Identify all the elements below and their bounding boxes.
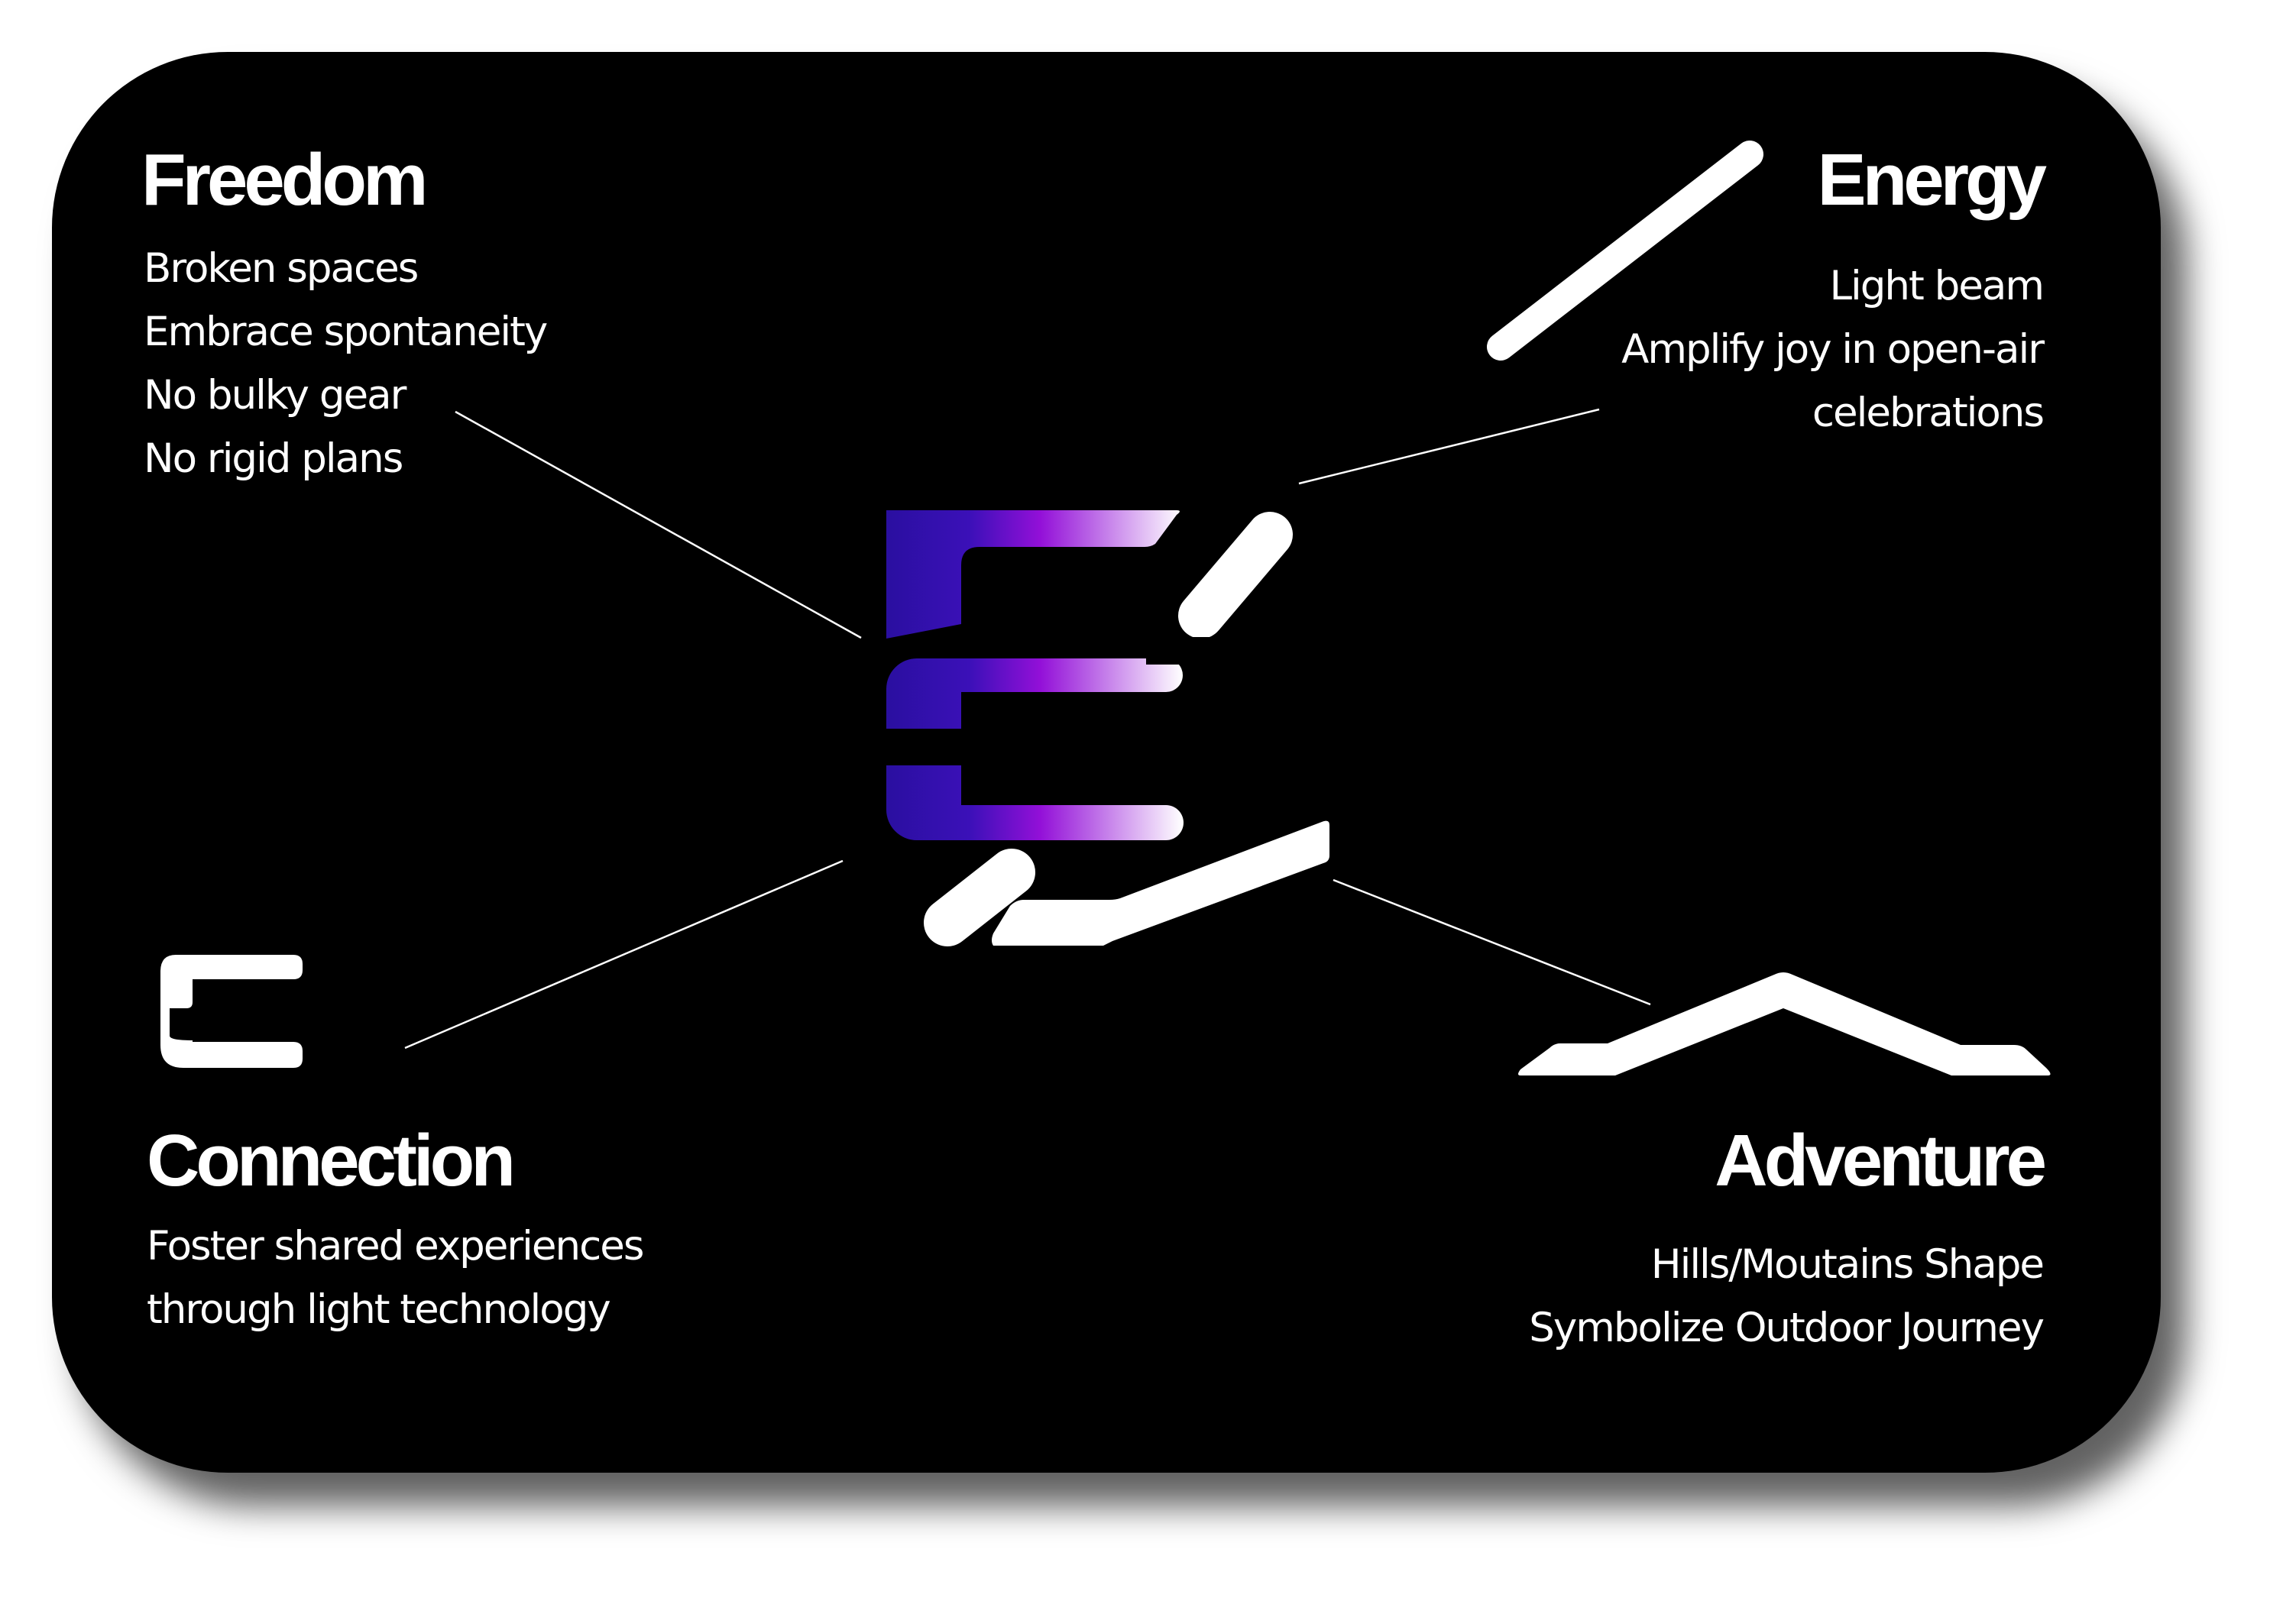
connection-description: Foster shared experiences through light … (147, 1215, 644, 1341)
logo-upper-slash (1178, 512, 1293, 639)
light-beam-icon (1487, 141, 1763, 361)
energy-title: Energy (1817, 139, 2047, 221)
concept-card (52, 52, 2161, 1473)
freedom-description: Broken spaces Embrace spontaneity No bul… (144, 237, 548, 490)
adventure-connector-line (1333, 878, 1651, 1006)
freedom-line: Embrace spontaneity (144, 309, 548, 355)
mountain-icon (1518, 972, 2051, 1075)
energy-line: celebrations (1812, 390, 2045, 436)
logo-lower-swoosh (992, 820, 1329, 946)
logo-lower-slash (924, 849, 1035, 946)
logo-bottom-bar (886, 765, 1184, 840)
energy-line: Amplify joy in open-air (1621, 326, 2045, 373)
freedom-line: No rigid plans (144, 435, 403, 482)
logo-upper-slash-cut (1146, 637, 1268, 665)
adventure-description: Hills/Moutains Shape Symbolize Outdoor J… (1529, 1233, 2045, 1360)
logo-top-bar (886, 510, 1180, 639)
connection-line: through light technology (147, 1286, 611, 1333)
connection-connector-line (404, 859, 844, 1050)
adventure-line: Hills/Moutains Shape (1650, 1241, 2045, 1288)
freedom-line: No bulky gear (144, 372, 406, 419)
bracket-icon (160, 955, 303, 1068)
energy-line: Light beam (1829, 263, 2045, 309)
adventure-title: Adventure (1715, 1120, 2047, 1202)
freedom-title: Freedom (141, 139, 428, 221)
connection-line: Foster shared experiences (147, 1223, 644, 1270)
energy-connector-line (1298, 408, 1600, 485)
adventure-line: Symbolize Outdoor Journey (1529, 1305, 2045, 1351)
connection-title: Connection (147, 1120, 516, 1202)
freedom-line: Broken spaces (144, 245, 419, 292)
freedom-connector-line (455, 410, 862, 639)
energy-description: Light beam Amplify joy in open-air celeb… (1621, 254, 2045, 445)
e-lettermark-logo (886, 510, 1329, 946)
logo-middle-bar (886, 658, 1183, 729)
